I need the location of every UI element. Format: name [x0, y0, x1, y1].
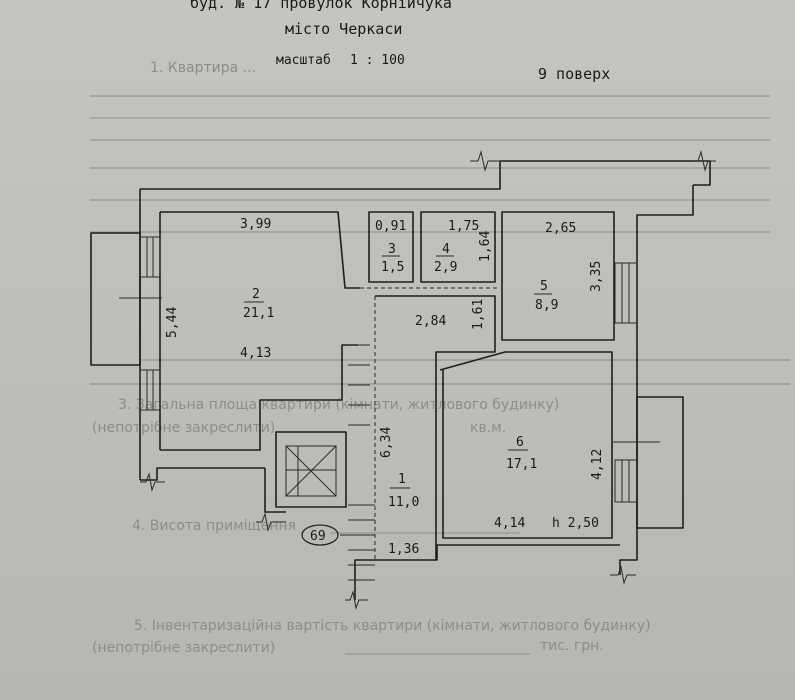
room-4-area: 2,9 — [434, 260, 457, 275]
address-line: буд. № 17 провулок Корнійчука — [190, 0, 452, 12]
room-5-area: 8,9 — [535, 298, 558, 313]
room-4-number: 4 — [442, 242, 450, 257]
room-3-dim: 0,91 — [375, 219, 406, 234]
room-6-labels: 6 17,1 4,12 4,14 h 2,50 — [494, 435, 605, 531]
corridor-dim-width: 2,84 — [415, 314, 446, 329]
form-item-5: 5. Інвентаризаційна вартість квартири (к… — [134, 618, 651, 634]
room-1-labels: 6,34 1 11,0 1,36 — [379, 427, 419, 557]
room-1-number: 1 — [398, 472, 406, 487]
room-5-number: 5 — [540, 279, 548, 294]
break-marks — [140, 150, 716, 610]
room-5-dim-width: 2,65 — [545, 221, 576, 236]
floor-label: 9 поверх — [538, 65, 610, 83]
corridor — [360, 287, 500, 560]
room-6-number: 6 — [516, 435, 524, 450]
room-4 — [420, 211, 496, 283]
balcony-left — [90, 232, 162, 366]
room-1-dim-width: 1,36 — [388, 542, 419, 557]
room-4-dim-width: 1,75 — [448, 219, 479, 234]
room-3-area: 1,5 — [381, 260, 404, 275]
room-3-number: 3 — [388, 242, 396, 257]
outer-walls — [139, 160, 711, 600]
form-unit-uah: тис. грн. — [540, 638, 604, 654]
form-item-3: 3. Загальна площа квартири (кімнати, жит… — [118, 397, 559, 413]
corridor-dim-height: 1,61 — [471, 299, 486, 330]
room-2-dim-height: 5,44 — [165, 307, 180, 338]
stair-number: 69 — [310, 529, 326, 544]
room-2-labels: 3,99 2 21,1 4,13 5,44 — [165, 217, 274, 361]
form-unit-sqm: кв.м. — [470, 420, 506, 436]
room-2-dim-bottom: 4,13 — [240, 346, 271, 361]
room-2-number: 2 — [252, 287, 260, 302]
room-2-dim-width: 3,99 — [240, 217, 271, 232]
form-item-4: 4. Висота приміщення — [132, 518, 296, 534]
room-4-dim-height: 1,64 — [478, 231, 493, 262]
room-2-area: 21,1 — [243, 306, 274, 321]
room-6-area: 17,1 — [506, 457, 537, 472]
stairwell — [340, 344, 375, 581]
city-name: місто Черкаси — [285, 20, 402, 38]
form-item-5-note: (непотрібне закреслити) — [92, 640, 275, 656]
ceiling-height: h 2,50 — [552, 516, 599, 531]
room-6 — [439, 351, 613, 539]
room-5 — [501, 211, 615, 341]
room-6-dim-width: 4,14 — [494, 516, 525, 531]
corridor-labels: 2,84 1,61 — [415, 299, 486, 330]
room-1-dim-height: 6,34 — [379, 427, 394, 458]
elevator-shaft — [275, 431, 347, 508]
room-4-labels: 1,75 4 2,9 1,64 — [434, 219, 493, 275]
form-item-3-note: (непотрібне закреслити) — [92, 420, 275, 436]
balcony-right — [613, 396, 684, 529]
room-1-area: 11,0 — [388, 495, 419, 510]
stair-number-tag: 69 — [301, 524, 339, 546]
room-3 — [368, 211, 414, 283]
room-6-dim-height: 4,12 — [590, 449, 605, 480]
room-5-dim-height: 3,35 — [589, 261, 604, 292]
scale-label: масштаб — [276, 53, 331, 68]
form-item-1: 1. Квартира ... — [150, 60, 256, 76]
room-5-labels: 2,65 5 8,9 3,35 — [534, 221, 604, 313]
windows — [139, 236, 638, 503]
room-3-labels: 0,91 3 1,5 — [375, 219, 406, 275]
background-form: 1. Квартира ... 3. Загальна площа кварти… — [90, 60, 790, 656]
plan-header: буд. № 17 провулок Корнійчука місто Черк… — [190, 0, 610, 83]
scale-value: 1 : 100 — [350, 53, 405, 68]
room-2 — [160, 211, 360, 451]
